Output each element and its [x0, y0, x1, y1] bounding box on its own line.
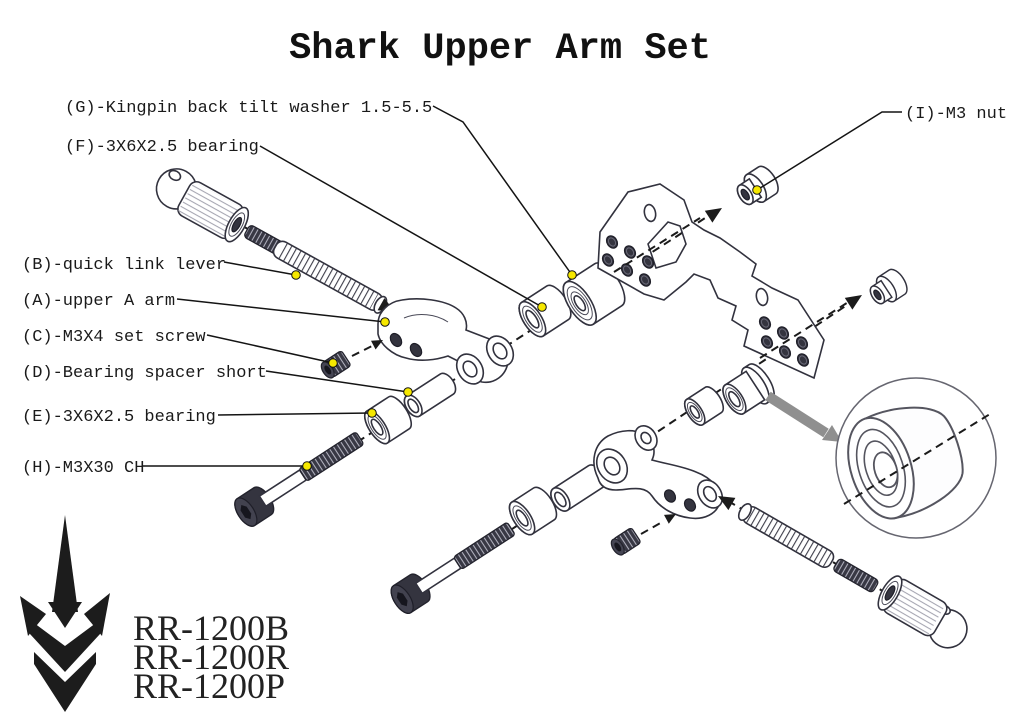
lower-arm-eye — [595, 448, 629, 484]
assembly-arrow-lower-link — [718, 496, 736, 511]
logo-fin — [52, 515, 78, 612]
lower-arm-socket — [696, 479, 724, 509]
callout-c-leader — [206, 334, 334, 364]
callout-e-label: (E)-3X6X2.5 bearing — [22, 408, 216, 427]
callout-f-label: (F)-3X6X2.5 bearing — [65, 138, 259, 157]
assembly-arrow-nut-right — [844, 295, 862, 310]
callout-a-label: (A)-upper A arm — [22, 292, 175, 311]
set-screw-lower — [610, 514, 676, 556]
logo-head — [48, 602, 82, 628]
callout-leaders — [142, 105, 902, 471]
detail-axis-line — [843, 413, 991, 505]
page-title: Shark Upper Arm Set — [289, 28, 711, 70]
turnbuckle-lower-rod — [737, 503, 835, 569]
arm-mount-bracket — [597, 183, 851, 380]
assembly-arrow-set-screw-lower — [664, 514, 676, 524]
callout-g-leader — [432, 105, 573, 276]
bearing-e — [363, 395, 413, 445]
turnbuckle-lower — [718, 496, 968, 649]
callout-e-leader — [217, 412, 373, 416]
bearing-f — [518, 284, 572, 338]
ball-hole — [168, 169, 182, 182]
callout-b-label: (B)-quick link lever — [22, 256, 226, 275]
callout-b-leader — [223, 261, 297, 276]
callout-i-dot — [752, 185, 762, 195]
callout-b-dot — [291, 270, 301, 280]
bracket-oval-hole-left — [643, 203, 657, 223]
logo-horn-left — [20, 596, 46, 636]
upper-arm-front-ear — [455, 353, 485, 385]
turnbuckle-upper-rod — [272, 240, 388, 314]
m3-nut-right — [869, 268, 908, 305]
callout-f-leader — [259, 145, 543, 308]
lower-a-arm — [593, 425, 724, 520]
quick-link-cap-upper — [155, 168, 250, 243]
callout-a-dot — [380, 317, 390, 327]
spacer-d — [403, 372, 457, 418]
callout-d-label: (D)-Bearing spacer short — [22, 364, 267, 383]
detail-zoom-arrow — [765, 391, 842, 442]
assembly-arrow-set-screw-upper — [371, 340, 383, 350]
callout-f-dot — [537, 302, 547, 312]
logo-chevron-1 — [30, 620, 100, 672]
part-number-1: RR-1200B — [133, 608, 289, 648]
assembly-arrow-nut-i — [704, 208, 722, 223]
lower-arm-threaded-hole-1 — [663, 489, 677, 503]
callout-h-dot — [302, 461, 312, 471]
bearing-lower — [508, 486, 558, 536]
upper-arm-threaded-hole-2 — [409, 342, 423, 358]
set-screw-c — [320, 340, 383, 379]
callout-i-label: (I)-M3 nut — [905, 105, 1007, 124]
bracket-left-pad-holes — [601, 235, 655, 287]
lower-arm-threaded-hole-2 — [683, 498, 697, 512]
part-number-2: RR-1200R — [133, 637, 289, 677]
hex-socket — [240, 505, 252, 520]
callout-c-label: (C)-M3X4 set screw — [22, 328, 206, 347]
screw-lower-m3x30 — [390, 522, 515, 614]
callout-d-leader — [265, 370, 409, 393]
upper-a-arm — [377, 298, 515, 385]
logo-horn-right — [84, 593, 110, 636]
bracket-right-pad-holes — [758, 316, 810, 367]
callout-h-label: (H)-M3X30 CH — [22, 459, 144, 478]
detail-bearing — [847, 406, 964, 520]
brand-logo — [20, 515, 110, 712]
logo-chevron-2 — [34, 652, 96, 712]
part-number-3: RR-1200P — [133, 666, 285, 706]
turnbuckle-lower-threads — [833, 558, 879, 593]
callout-c-dot — [328, 358, 338, 368]
spacer-lower — [550, 464, 606, 512]
lower-arm-top-ear — [634, 425, 658, 451]
axis-overlay-left-pad — [613, 217, 701, 273]
callout-g-label: (G)-Kingpin back tilt washer 1.5-5.5 — [65, 99, 432, 118]
bearing-pair-flanged — [722, 363, 775, 415]
bracket-oval-hole-right — [755, 287, 769, 307]
detail-circle — [835, 377, 997, 539]
upper-arm-threaded-hole-1 — [389, 332, 403, 348]
callout-e-dot — [367, 408, 377, 418]
callout-d-dot — [403, 387, 413, 397]
quick-link-cap-lower — [877, 575, 968, 649]
hex-socket — [396, 592, 408, 607]
upper-arm-rear-ear — [485, 335, 515, 367]
callout-a-leader — [176, 298, 386, 323]
callout-g-dot — [567, 270, 577, 280]
axis-overlay-right-pad — [759, 300, 851, 359]
screw-h-m3x30 — [234, 432, 364, 527]
callout-i-leader — [756, 111, 902, 191]
bearing-pair-small — [683, 386, 725, 426]
